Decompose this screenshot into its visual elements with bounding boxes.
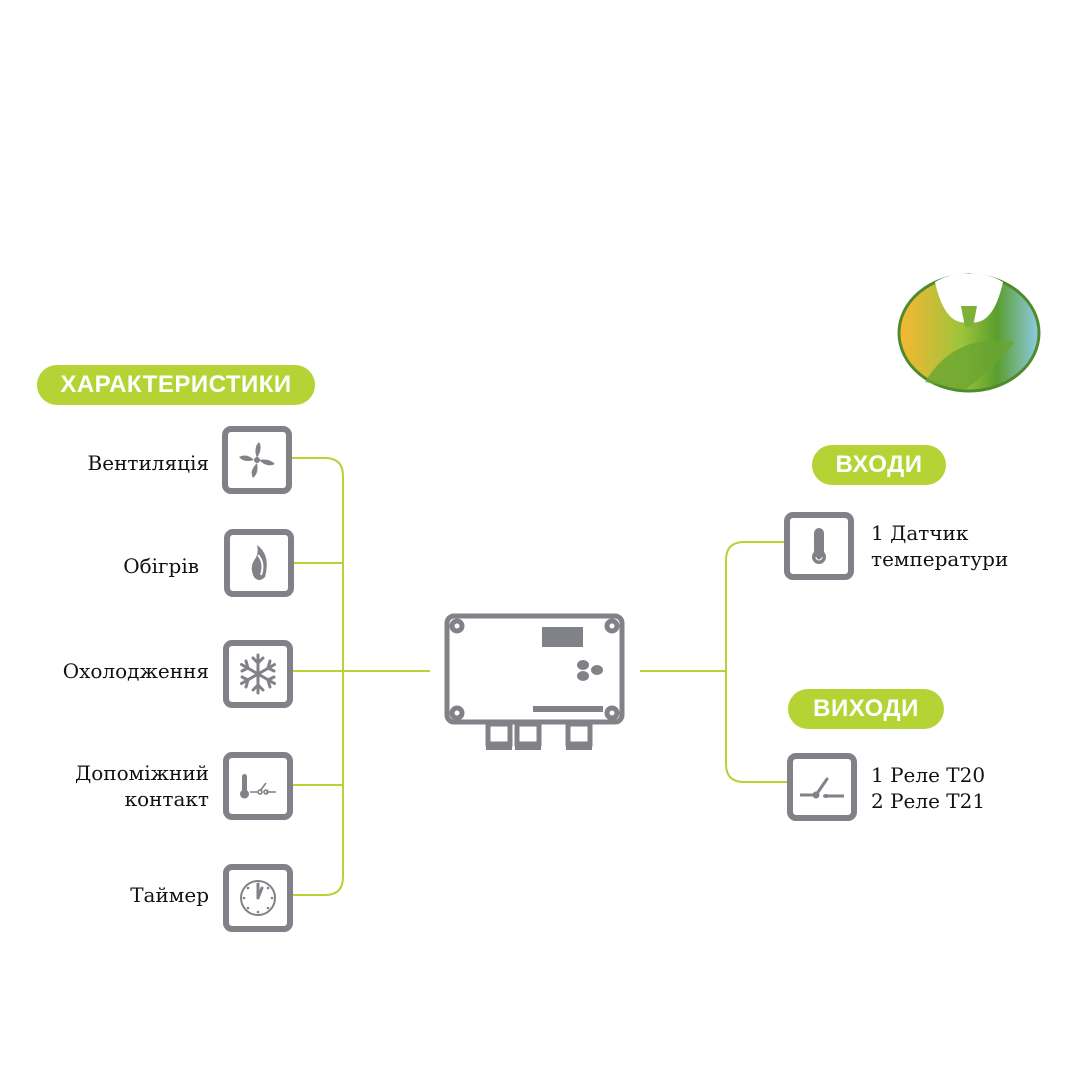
characteristics-heading: ХАРАКТЕРИСТИКИ — [37, 365, 315, 405]
clock-icon — [223, 864, 293, 932]
company-logo — [897, 273, 1041, 393]
cooling-label: Охолодження — [62, 659, 209, 683]
outputs-description: 1 Реле T20 2 Реле T21 — [871, 763, 986, 813]
flame-icon — [224, 529, 294, 597]
heating-label: Обігрів — [123, 554, 199, 578]
aux-contact-label: Допоміжний контакт — [74, 761, 209, 811]
thermometer-icon — [784, 512, 854, 580]
relay-switch-icon — [787, 753, 857, 821]
inputs-description: 1 Датчик температури — [871, 521, 1009, 571]
outputs-heading: ВИХОДИ — [788, 689, 944, 729]
fan-icon — [222, 426, 292, 494]
thermostat-switch-icon — [223, 752, 293, 820]
inputs-heading: ВХОДИ — [812, 445, 946, 485]
snowflake-icon — [223, 640, 293, 708]
timer-label: Таймер — [130, 883, 209, 907]
controller-device-icon — [444, 613, 625, 750]
ventilation-label: Вентиляція — [87, 451, 209, 475]
